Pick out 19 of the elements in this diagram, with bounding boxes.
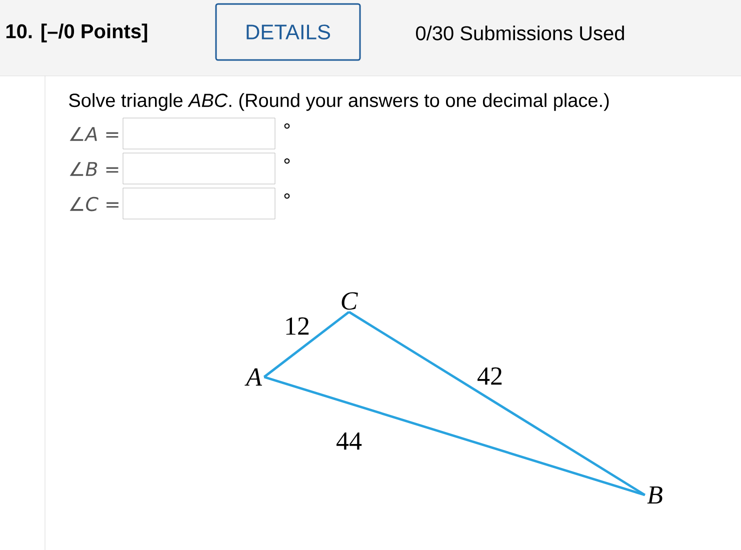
question-number: 10. [–/0 Points]: [6, 24, 148, 42]
vertex-label: B: [647, 486, 662, 504]
side-length: 12: [283, 316, 311, 336]
angle-label: ∠A =: [70, 127, 118, 141]
degree-sign: °: [284, 193, 290, 199]
side-length: 42: [476, 366, 504, 386]
side-length: 44: [335, 431, 363, 451]
submission-count: 0/30 Submissions Used: [416, 26, 624, 40]
degree-sign: °: [284, 123, 290, 129]
vertex-label: A: [244, 368, 262, 386]
triangle-side: [264, 376, 646, 496]
triangle-side: [263, 310, 350, 378]
degree-sign: °: [284, 158, 290, 164]
angle-label: ∠C =: [70, 196, 118, 212]
angle-label: ∠B =: [70, 162, 118, 176]
vertex-label: C: [342, 292, 358, 310]
question-text: Solve triangle ABC. (Round your answers to one decimal place.): [69, 93, 609, 111]
triangle-side: [348, 310, 646, 496]
details-button: DETAILS: [215, 3, 361, 61]
